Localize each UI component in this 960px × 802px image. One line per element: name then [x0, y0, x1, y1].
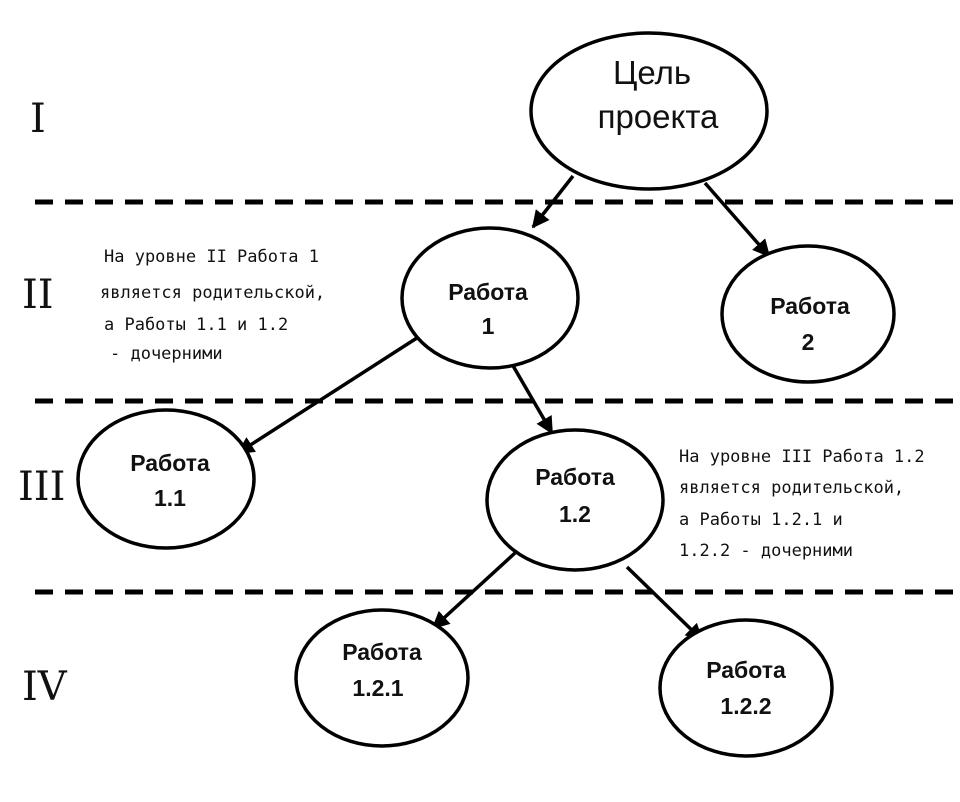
- note-level-2-line4: - дочерними: [110, 344, 223, 364]
- node-work-1-2: Работа 1.2: [485, 428, 665, 572]
- edge-work-1-to-work-1-1: [236, 334, 421, 455]
- node-work-1-1-line1: Работа: [130, 450, 210, 476]
- note-level-3-line3: а Работы 1.2.1 и: [679, 510, 843, 530]
- node-project-goal: Цель проекта: [529, 31, 769, 191]
- node-work-1-2-line2: 1.2: [559, 501, 591, 527]
- level-label-3: III: [18, 464, 65, 510]
- note-level-3-line4: 1.2.2 - дочерними: [679, 541, 853, 561]
- node-work-1-2-2-line1: Работа: [706, 657, 786, 683]
- edge-goal-to-work-2: [703, 181, 771, 258]
- node-work-2-line2: 2: [802, 329, 815, 355]
- node-work-1-2-1-line1: Работа: [342, 639, 422, 665]
- edge-goal-to-work-1: [531, 174, 575, 229]
- note-level-2: На уровне II Работа 1 является родительс…: [100, 247, 325, 364]
- edge-work-1-to-work-1-2: [510, 363, 554, 435]
- node-work-1-2-2: Работа 1.2.2: [658, 618, 834, 758]
- node-project-goal-line2: проекта: [598, 98, 719, 135]
- node-work-1: Работа 1: [400, 226, 580, 370]
- edge-work-1-2-to-work-1-2-2: [625, 565, 704, 642]
- node-work-1-1-line2: 1.1: [154, 485, 186, 511]
- note-level-2-line3: а Работы 1.1 и 1.2: [104, 315, 288, 335]
- node-work-1-line1: Работа: [448, 279, 528, 305]
- node-work-1-line2: 1: [482, 313, 495, 339]
- note-level-3: На уровне III Работа 1.2 является родите…: [679, 447, 925, 561]
- note-level-3-line2: является родительской,: [679, 478, 904, 498]
- node-work-2-line1: Работа: [770, 293, 850, 319]
- note-level-2-line2: является родительской,: [100, 283, 325, 303]
- node-work-1-2-1-line2: 1.2.1: [352, 675, 403, 701]
- level-label-4: IV: [22, 664, 68, 710]
- edge-work-1-2-to-work-1-2-1: [431, 551, 517, 630]
- node-work-1-2-line1: Работа: [535, 464, 615, 490]
- level-label-2: II: [22, 272, 54, 318]
- node-work-1-2-1: Работа 1.2.1: [294, 608, 470, 748]
- node-work-1-1: Работа 1.1: [76, 408, 256, 550]
- level-label-1: I: [30, 96, 46, 142]
- note-level-3-line1: На уровне III Работа 1.2: [679, 447, 925, 467]
- node-work-1-2-2-line2: 1.2.2: [720, 693, 771, 719]
- node-project-goal-line1: Цель: [613, 54, 691, 91]
- note-level-2-line1: На уровне II Работа 1: [104, 247, 319, 267]
- node-work-2: Работа 2: [720, 244, 896, 384]
